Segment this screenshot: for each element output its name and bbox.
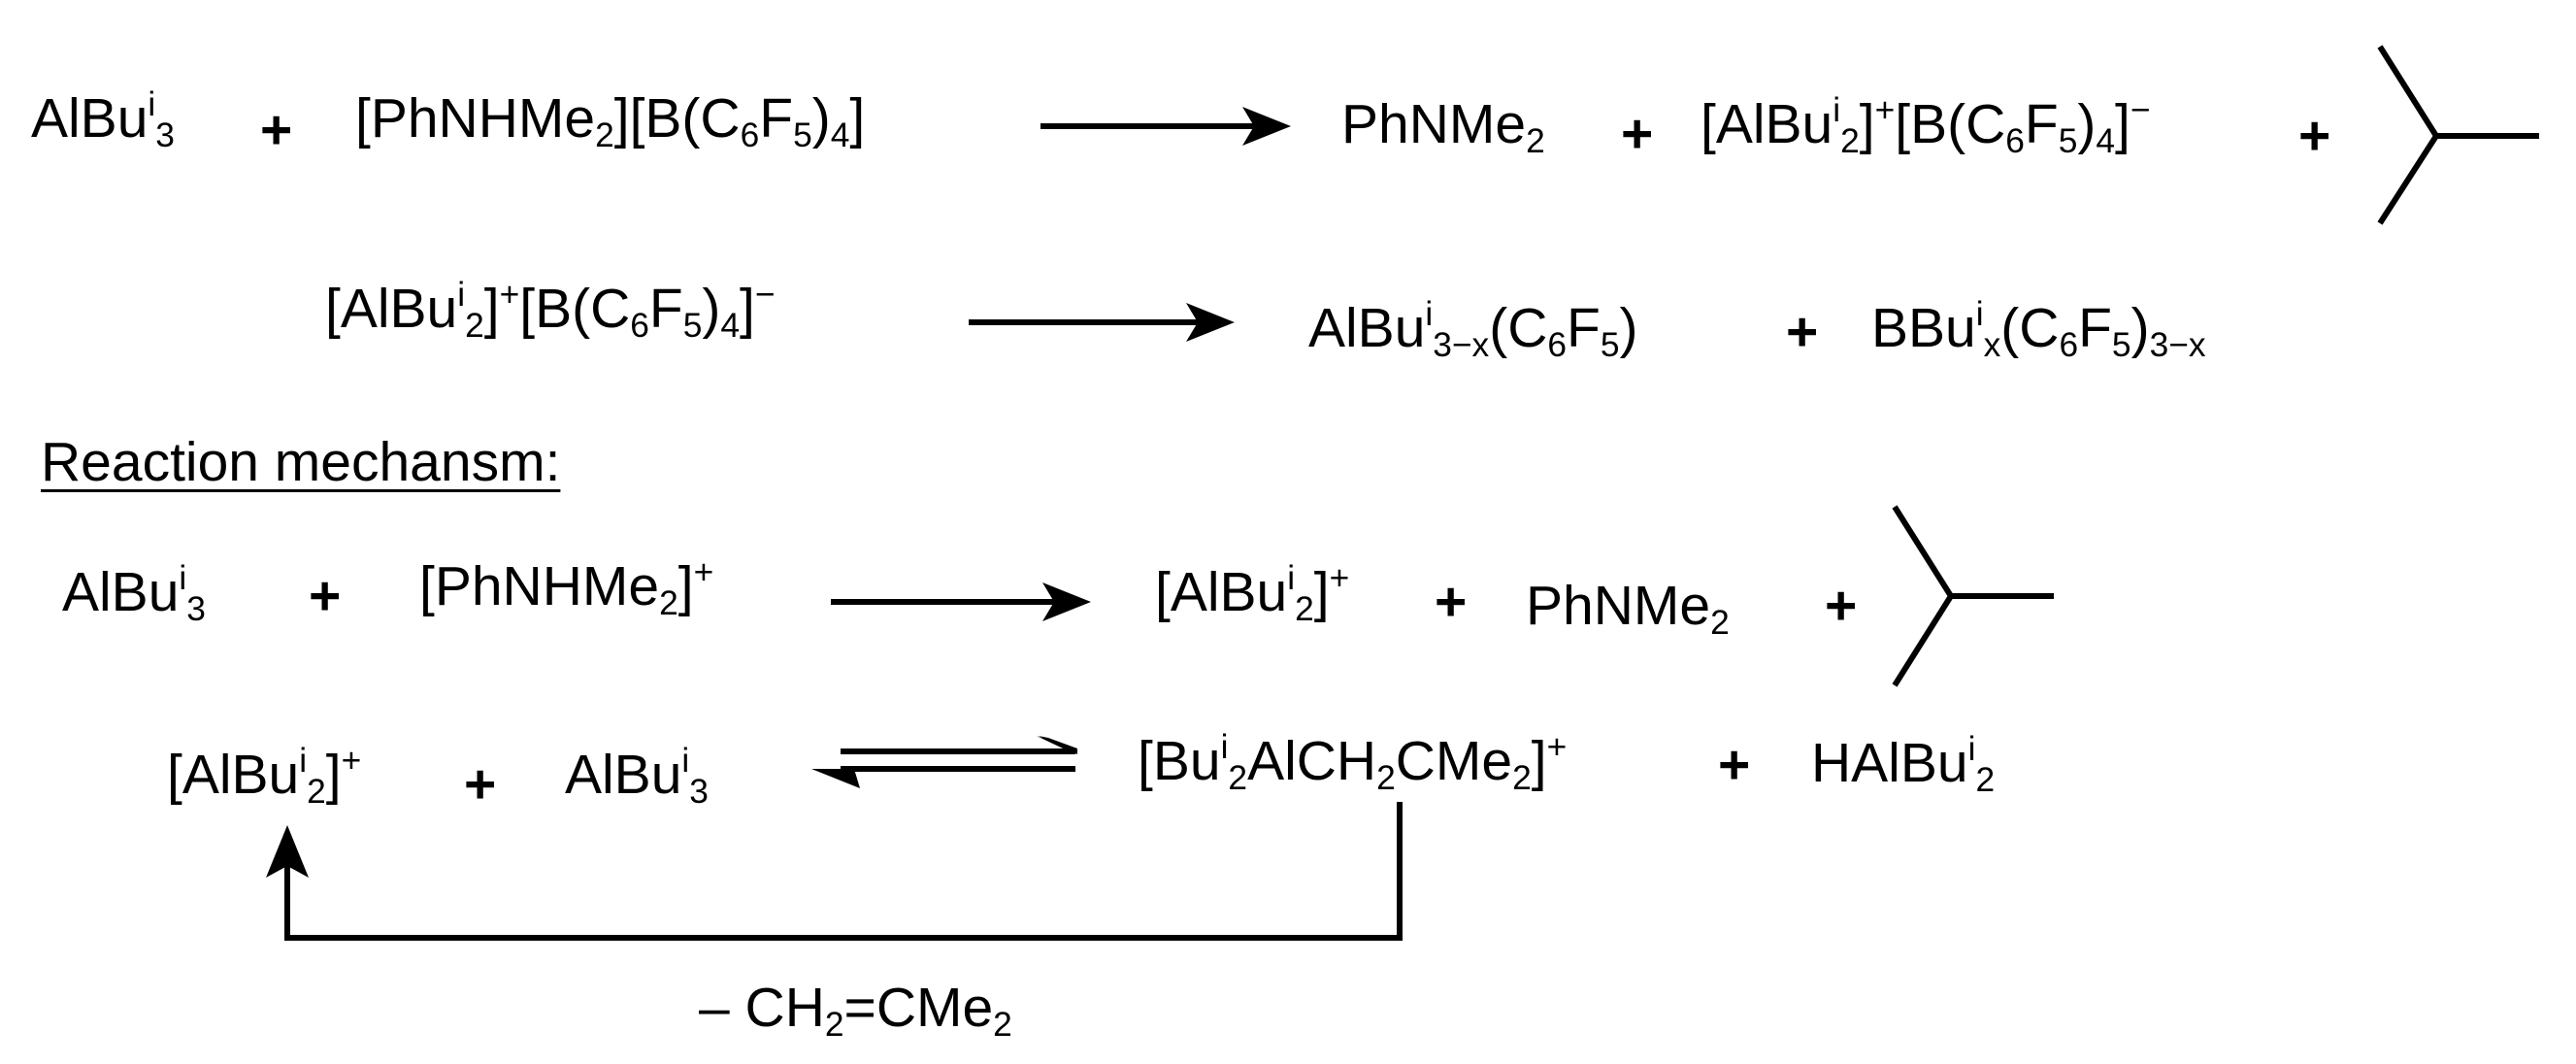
reactant-aluminium-cation-borate: [AlBui2]+[B(C6F5)4]− bbox=[325, 276, 776, 345]
reactant-anilinium-borate: [PhNHMe2][B(C6F5)4] bbox=[355, 87, 866, 154]
isobutene-structure bbox=[2377, 45, 2539, 225]
product-phnme2: PhNMe2 bbox=[1526, 575, 1730, 642]
arrowhead bbox=[1042, 582, 1091, 621]
product-aluminium-cation-borate: [AlBui2]+[B(C6F5)4]− bbox=[1701, 91, 2151, 160]
isobutene-structure bbox=[1892, 505, 2054, 687]
plus-sign: + bbox=[1786, 301, 1819, 363]
plus-sign: + bbox=[1825, 575, 1858, 637]
reactant-albui3: AlBui3 bbox=[31, 85, 175, 154]
mechanism-heading: Reaction mechansm: bbox=[41, 431, 561, 493]
intermediate-alkyl-aluminium-cation: [Bui2AlCH2CMe2]+ bbox=[1138, 728, 1568, 797]
arrowhead bbox=[1242, 107, 1291, 146]
reactant-anilinium-cation: [PhNHMe2]+ bbox=[419, 553, 714, 622]
plus-sign: + bbox=[260, 99, 293, 161]
arrowhead bbox=[1186, 303, 1235, 342]
product-halbui2: HAlBui2 bbox=[1811, 730, 1996, 799]
product-phnme2: PhNMe2 bbox=[1341, 93, 1545, 160]
plus-sign: + bbox=[1718, 734, 1751, 796]
arrowhead bbox=[266, 825, 309, 878]
plus-sign: + bbox=[2298, 105, 2331, 167]
plus-sign: + bbox=[464, 753, 497, 815]
equilibrium-arrows bbox=[841, 748, 1075, 772]
product-aluminium-cation: [AlBui2]+ bbox=[1155, 559, 1350, 628]
half-arrowhead-reverse bbox=[811, 769, 860, 788]
regeneration-loop-arrow bbox=[284, 802, 1403, 941]
product-albui3-x-c6f5: AlBui3−x(C6F5) bbox=[1308, 295, 1638, 364]
aluminium-cation: [AlBui2]+ bbox=[167, 742, 362, 811]
isobutene-elimination-label: – CH2=CMe2 bbox=[699, 977, 1012, 1044]
plus-sign: + bbox=[309, 565, 342, 627]
reactant-albui3: AlBui3 bbox=[62, 559, 206, 628]
half-arrowhead-forward bbox=[1037, 736, 1075, 754]
plus-sign: + bbox=[1621, 103, 1654, 165]
reactant-albui3: AlBui3 bbox=[565, 742, 709, 811]
plus-sign: + bbox=[1435, 571, 1468, 633]
product-bbuix-c6f5: BBuix(C6F5)3−x bbox=[1871, 295, 2206, 364]
